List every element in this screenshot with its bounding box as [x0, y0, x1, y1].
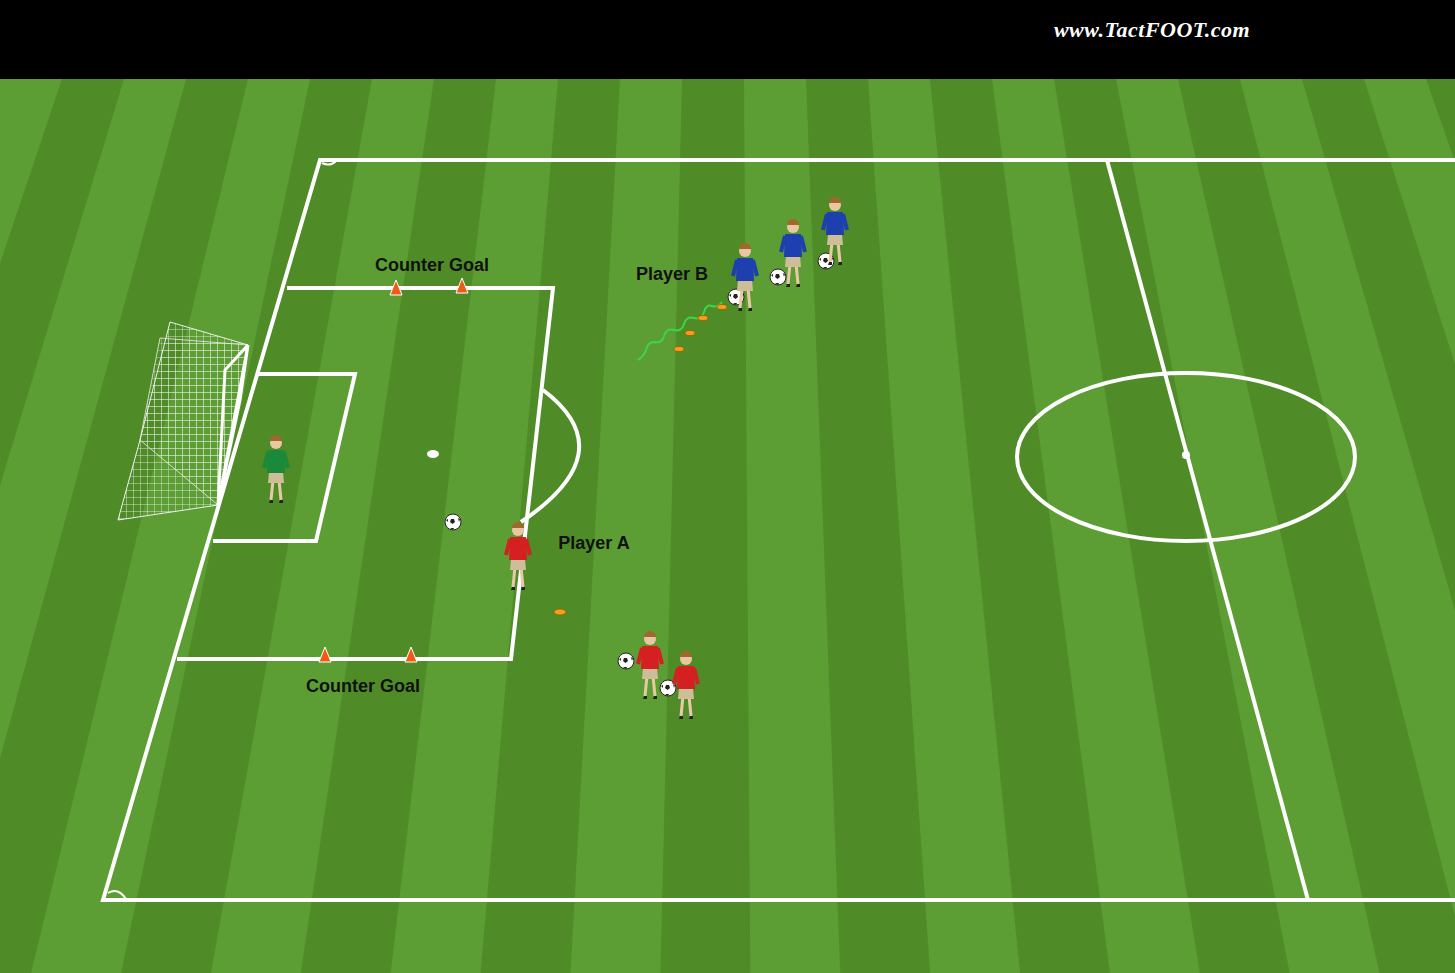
- blue-player: [733, 243, 757, 311]
- red-player: [674, 651, 698, 719]
- grass-stripes: [0, 79, 1455, 973]
- ball: [618, 653, 634, 669]
- goalkeeper: [264, 435, 288, 503]
- grass-stripe: [1364, 79, 1455, 973]
- grass-stripe: [571, 79, 683, 973]
- blue-player: [823, 197, 847, 265]
- red-player: [638, 631, 662, 699]
- penalty-spot: [427, 450, 439, 458]
- top-bar: [0, 0, 1455, 79]
- red-player: [506, 522, 530, 590]
- grass-stripe: [211, 79, 434, 973]
- ball: [770, 269, 786, 285]
- grass-stripe: [868, 79, 1020, 973]
- counter-goal-cones: [319, 278, 468, 662]
- goal: [118, 322, 248, 520]
- grass-stripe: [391, 79, 558, 973]
- zone-label: Counter Goal: [375, 255, 489, 276]
- pitch-lines: [103, 160, 1455, 900]
- grass-stripe: [744, 79, 840, 973]
- watermark: www.TactFOOT.com: [1054, 17, 1250, 43]
- balls: [445, 253, 834, 696]
- player-label: Player A: [558, 533, 629, 554]
- flat-cones: [554, 305, 727, 616]
- ball: [445, 514, 461, 530]
- grass-ground: [0, 79, 1455, 973]
- player-label: Player B: [636, 264, 708, 285]
- blue-player: [781, 219, 805, 287]
- zone-label: Counter Goal: [306, 676, 420, 697]
- dribble-path: [638, 302, 722, 360]
- players: [264, 197, 847, 719]
- centre-spot: [1182, 451, 1190, 459]
